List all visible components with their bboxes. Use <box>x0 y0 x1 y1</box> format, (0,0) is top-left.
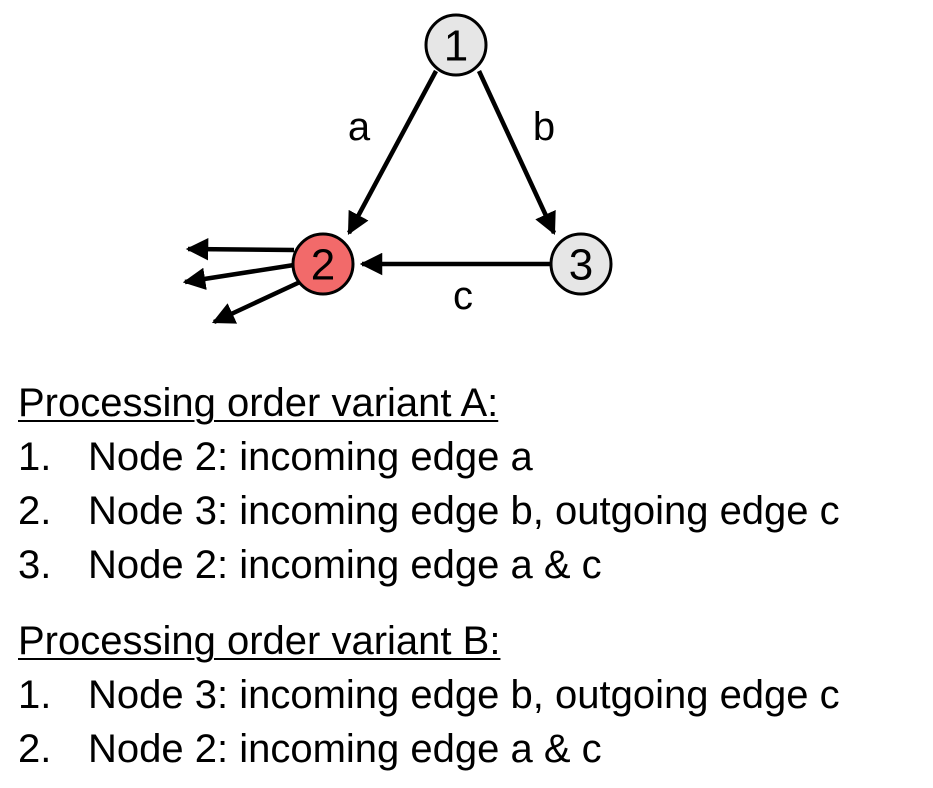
variant-a-title: Processing order variant A: <box>18 381 499 425</box>
variant-b-section: Processing order variant B: 1. Node 3: i… <box>18 614 840 776</box>
step-number: 3. <box>18 543 52 587</box>
variant-b-step-2: 2. Node 2: incoming edge a & c <box>18 722 840 776</box>
step-number: 2. <box>18 489 52 533</box>
node-3-circle <box>549 232 613 296</box>
outgoing-stub-2 <box>182 262 295 290</box>
node-2-label: 2 <box>311 241 335 290</box>
edge-b <box>476 70 557 236</box>
node-3: 3 <box>549 232 613 296</box>
node-2: 2 <box>291 232 355 296</box>
step-text: Node 2: incoming edge a & c <box>88 727 602 771</box>
variant-b-step-1: 1. Node 3: incoming edge b, outgoing edg… <box>18 668 840 722</box>
step-number: 2. <box>18 727 52 771</box>
outgoing-stub-1 <box>185 237 295 261</box>
outgoing-stub-3 <box>211 279 301 325</box>
variant-a-step-3: 3. Node 2: incoming edge a & c <box>18 538 840 592</box>
node-1: 1 <box>424 13 488 77</box>
variant-a-step-2: 2. Node 3: incoming edge b, outgoing edg… <box>18 484 840 538</box>
node-1-label: 1 <box>444 22 468 71</box>
step-number: 1. <box>18 673 52 717</box>
edge-a <box>347 69 438 235</box>
variant-a-section: Processing order variant A: 1. Node 2: i… <box>18 376 840 592</box>
step-number: 1. <box>18 435 52 479</box>
variant-a-step-1: 1. Node 2: incoming edge a <box>18 430 840 484</box>
node-3-label: 3 <box>569 241 593 290</box>
edge-b-label: b <box>533 105 555 149</box>
variant-b-title: Processing order variant B: <box>18 619 501 663</box>
step-text: Node 3: incoming edge b, outgoing edge c <box>88 673 840 717</box>
edge-a-label: a <box>348 105 371 149</box>
dependency-graph: 1 2 3 a b c <box>182 13 613 325</box>
step-text: Node 2: incoming edge a & c <box>88 543 602 587</box>
node-2-circle <box>291 232 355 296</box>
step-text: Node 2: incoming edge a <box>88 435 533 479</box>
node-1-circle <box>424 13 488 77</box>
step-text: Node 3: incoming edge b, outgoing edge c <box>88 489 840 533</box>
edge-c-label: c <box>453 274 473 318</box>
